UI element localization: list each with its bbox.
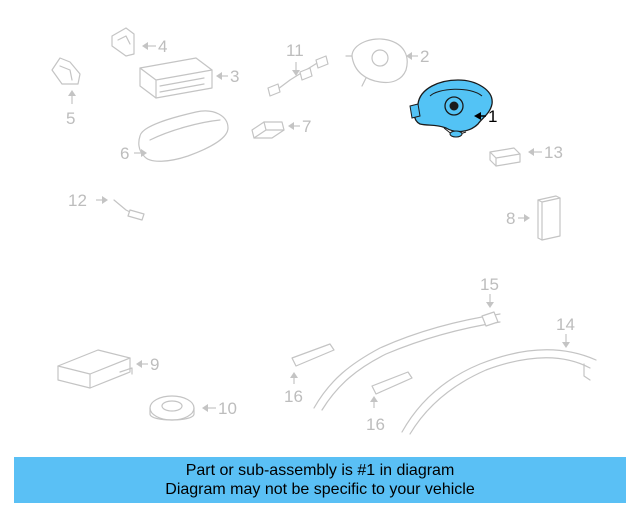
part-9-control-module[interactable] xyxy=(57,349,133,389)
part-15-curtain-airbag[interactable] xyxy=(313,311,501,411)
part-4-bracket[interactable] xyxy=(111,27,135,57)
callout-6-arrow xyxy=(141,149,147,157)
callout-10-arrow xyxy=(202,404,208,412)
callout-16b[interactable]: 16 xyxy=(366,415,385,434)
callout-11-arrow xyxy=(292,70,300,76)
callout-3-arrow xyxy=(216,72,222,80)
part-5-bracket[interactable] xyxy=(51,57,81,85)
callout-5-arrow xyxy=(68,90,76,96)
callout-16a-arrow xyxy=(290,372,298,378)
callout-13[interactable]: 13 xyxy=(544,143,563,162)
part-16-bracket-right[interactable] xyxy=(371,371,413,395)
part-1-steering-airbag-module[interactable] xyxy=(409,79,493,138)
callout-1[interactable]: 1 xyxy=(488,107,497,126)
callout-6[interactable]: 6 xyxy=(120,144,129,163)
callout-5[interactable]: 5 xyxy=(66,109,75,128)
callout-8-arrow xyxy=(524,214,530,222)
callout-4-arrow xyxy=(142,42,148,50)
callout-16a[interactable]: 16 xyxy=(284,387,303,406)
callout-7-arrow xyxy=(288,122,294,130)
callout-3[interactable]: 3 xyxy=(230,67,239,86)
callout-1-arrow xyxy=(474,112,481,120)
info-banner: Part or sub-assembly is #1 in diagram Di… xyxy=(14,457,626,503)
part-2-airbag-cover[interactable] xyxy=(345,38,408,87)
callout-13-arrow xyxy=(528,148,534,156)
callout-2[interactable]: 2 xyxy=(420,47,429,66)
part-8-sensor-box[interactable] xyxy=(537,195,561,241)
callout-15-arrow xyxy=(486,302,494,308)
callout-11[interactable]: 11 xyxy=(286,41,304,60)
callout-9[interactable]: 9 xyxy=(150,355,159,374)
part-7-sensor[interactable] xyxy=(251,121,285,139)
callout-9-arrow xyxy=(136,360,142,368)
part-10-clock-spring[interactable] xyxy=(149,395,195,421)
callout-2-arrow xyxy=(406,52,412,60)
part-13-connector[interactable] xyxy=(489,147,521,167)
callout-16b-arrow xyxy=(370,396,378,402)
part-16-bracket-left[interactable] xyxy=(291,343,335,367)
callout-8[interactable]: 8 xyxy=(506,209,515,228)
banner-line-1: Part or sub-assembly is #1 in diagram xyxy=(185,462,455,479)
part-14-curtain-airbag[interactable] xyxy=(401,349,597,435)
callout-15[interactable]: 15 xyxy=(480,275,499,294)
callout-14-arrow xyxy=(562,342,570,348)
callout-4[interactable]: 4 xyxy=(158,37,167,56)
part-6-knee-airbag-panel[interactable] xyxy=(138,110,229,162)
parts-diagram: 1 2 3 4 5 6 7 xyxy=(51,27,597,435)
part-12-sensor[interactable] xyxy=(113,199,145,221)
part-11-connector[interactable] xyxy=(267,55,329,97)
callout-12-arrow xyxy=(102,196,108,204)
callout-10[interactable]: 10 xyxy=(218,399,237,418)
banner-line-2: Diagram may not be specific to your vehi… xyxy=(165,481,475,498)
callout-12[interactable]: 12 xyxy=(68,191,87,210)
callout-7[interactable]: 7 xyxy=(302,117,311,136)
part-3-passenger-airbag[interactable] xyxy=(139,57,213,99)
callout-14[interactable]: 14 xyxy=(556,315,575,334)
